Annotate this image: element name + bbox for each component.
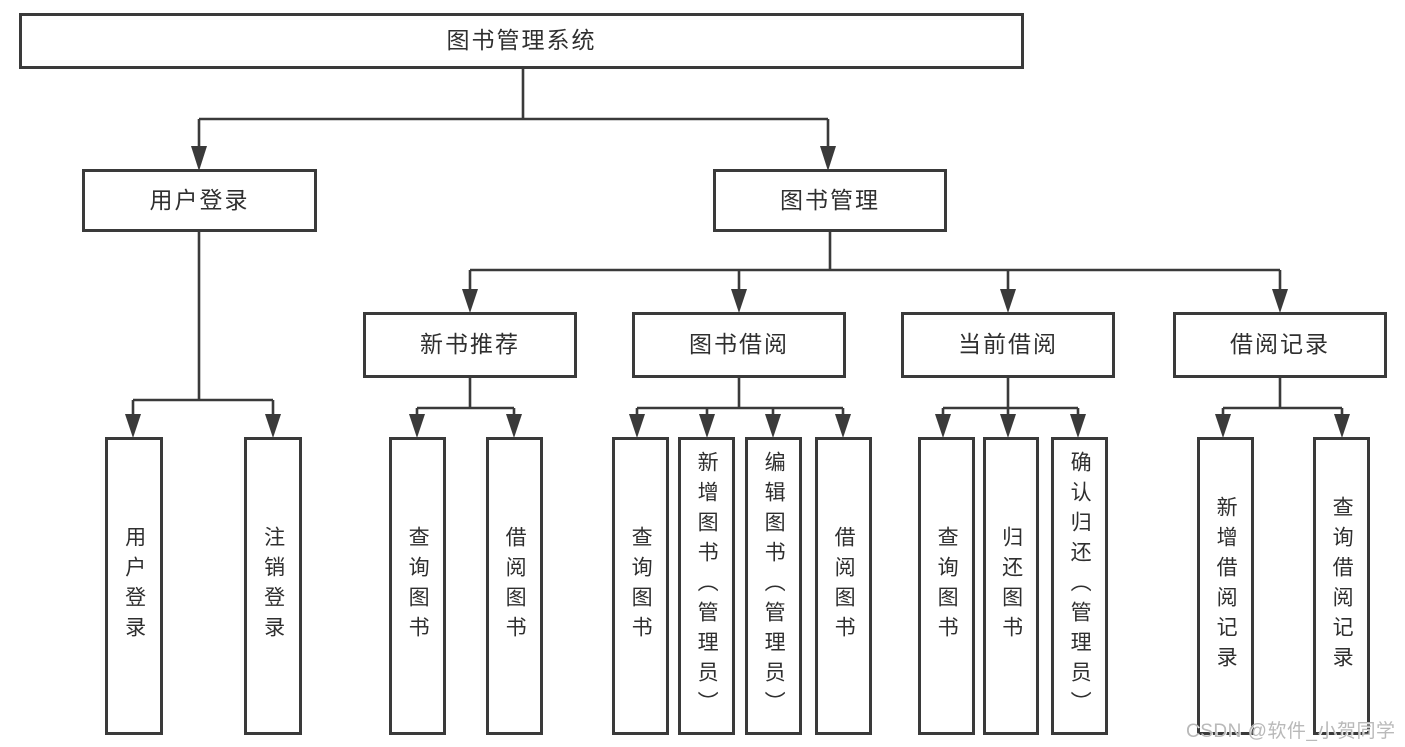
node-label: 查询图书	[935, 526, 959, 646]
node-book-management: 图书管理	[713, 169, 947, 232]
arrowhead	[699, 414, 715, 438]
leaf-records-query-record: 查询借阅记录	[1313, 437, 1370, 735]
arrowhead	[409, 414, 425, 438]
arrowhead	[265, 414, 281, 438]
leaf-borrowing-add-books-admin: 新增图书（管理员）	[678, 437, 735, 735]
node-label: 借阅图书	[832, 526, 856, 646]
arrowhead	[191, 146, 207, 171]
node-borrowing-records: 借阅记录	[1173, 312, 1387, 378]
node-label: 图书借阅	[689, 331, 789, 358]
leaf-recommend-query-books: 查询图书	[389, 437, 446, 735]
leaf-current-return-books: 归还图书	[983, 437, 1039, 735]
node-user-login: 用户登录	[82, 169, 317, 232]
node-label: 图书管理	[780, 186, 880, 213]
node-label: 用户登录	[149, 186, 250, 213]
node-label: 用户登录	[122, 526, 146, 646]
arrowhead	[629, 414, 645, 438]
leaf-user-login: 用户登录	[105, 437, 163, 735]
arrowhead	[1272, 289, 1288, 313]
arrowhead	[935, 414, 951, 438]
node-label: 新书推荐	[420, 331, 520, 358]
arrowhead	[1070, 414, 1086, 438]
leaf-current-query-books: 查询图书	[918, 437, 975, 735]
node-label: 归还图书	[999, 526, 1023, 646]
node-label: 查询借阅记录	[1330, 496, 1354, 676]
arrowhead	[835, 414, 851, 438]
arrowhead	[765, 414, 781, 438]
node-new-book-recommendation: 新书推荐	[363, 312, 577, 378]
leaf-borrowing-edit-books-admin: 编辑图书（管理员）	[745, 437, 802, 735]
arrowhead	[125, 414, 141, 438]
leaf-logout: 注销登录	[244, 437, 302, 735]
node-label: 查询图书	[406, 526, 430, 646]
arrowhead	[1000, 289, 1016, 313]
arrowhead	[506, 414, 522, 438]
node-label: 确认归还（管理员）	[1068, 451, 1092, 721]
arrowhead	[820, 146, 836, 171]
node-label: 图书管理系统	[446, 27, 597, 54]
leaf-borrowing-query-books: 查询图书	[612, 437, 669, 735]
connector-path	[131, 69, 1344, 416]
watermark: CSDN @软件_小贺同学	[1186, 721, 1396, 742]
node-label: 新增图书（管理员）	[695, 451, 719, 721]
node-book-borrowing: 图书借阅	[632, 312, 846, 378]
arrowhead	[462, 289, 478, 313]
arrowhead	[731, 289, 747, 313]
node-label: 新增借阅记录	[1214, 496, 1238, 676]
node-label: 查询图书	[629, 526, 653, 646]
leaf-recommend-borrow-books: 借阅图书	[486, 437, 543, 735]
leaf-records-add-record: 新增借阅记录	[1197, 437, 1254, 735]
arrowhead	[1334, 414, 1350, 438]
node-label: 注销登录	[261, 526, 285, 646]
leaf-borrowing-borrow-books: 借阅图书	[815, 437, 872, 735]
leaf-current-confirm-return-admin: 确认归还（管理员）	[1051, 437, 1108, 735]
node-label: 当前借阅	[958, 331, 1058, 358]
node-label: 借阅图书	[503, 526, 527, 646]
arrowhead	[1000, 414, 1016, 438]
node-library-management-system: 图书管理系统	[19, 13, 1024, 69]
node-label: 编辑图书（管理员）	[762, 451, 786, 721]
arrowhead	[1215, 414, 1231, 438]
node-label: 借阅记录	[1230, 331, 1330, 358]
node-current-borrowing: 当前借阅	[901, 312, 1115, 378]
